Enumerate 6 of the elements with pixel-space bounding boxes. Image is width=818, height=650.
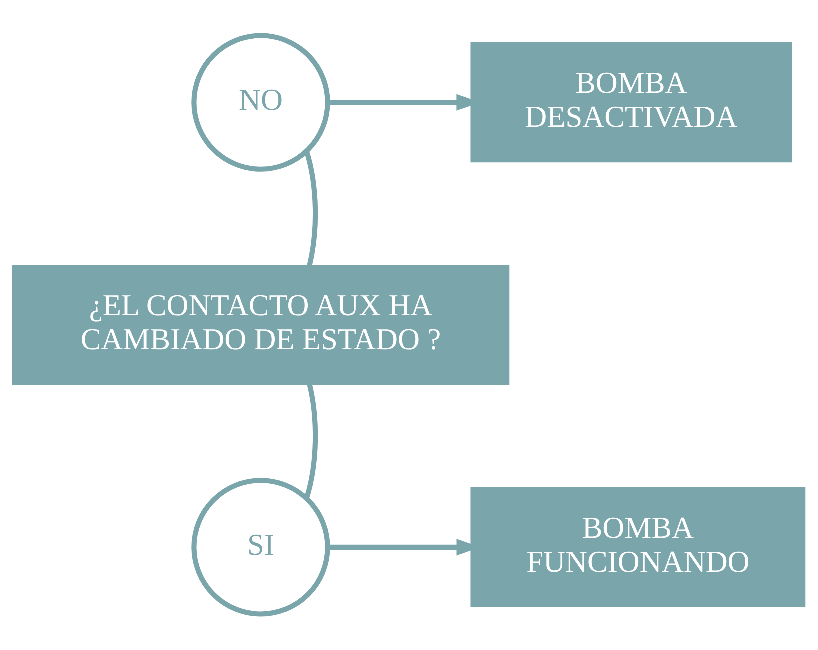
connector xyxy=(304,151,318,268)
node-box: BOMBA DESACTIVADA xyxy=(470,42,792,163)
node-box: ¿EL CONTACTO AUX HA CAMBIADO DE ESTADO ? xyxy=(12,264,510,386)
node-box: BOMBA FUNCIONANDO xyxy=(470,487,806,608)
node-circle: SI xyxy=(192,478,330,617)
node-circle: NO xyxy=(192,33,330,172)
